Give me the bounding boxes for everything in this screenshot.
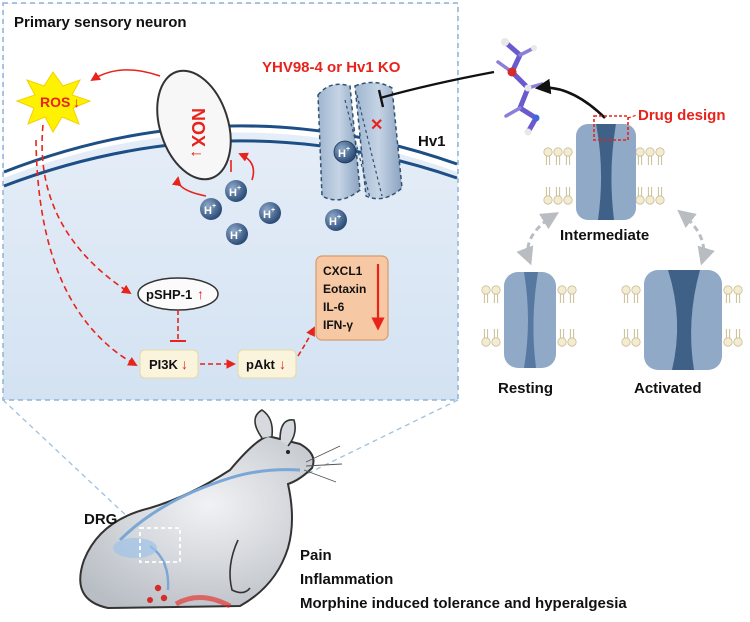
- drug-design-label: Drug design: [638, 107, 726, 124]
- yhv98-4-molecule: [496, 38, 544, 136]
- intermediate-label: Intermediate: [560, 227, 649, 244]
- ros-signaling-paths: [35, 124, 138, 366]
- nox-label: NOX: [188, 108, 208, 147]
- transition-arrow-activated: [677, 209, 715, 266]
- proton-cluster: H + H + H + H + H +: [200, 180, 347, 245]
- zoom-line-right: [179, 399, 459, 537]
- outcomes-list: Pain Inflammation Morphine induced toler…: [300, 547, 627, 612]
- outcome-item: Inflammation: [300, 571, 393, 588]
- pi3k-label: PI3K: [149, 357, 179, 372]
- hv1-channel: ✕ H +: [317, 81, 403, 201]
- pi3k-node: PI3K ↓: [139, 349, 199, 379]
- pshp1-label: pSHP-1: [146, 287, 192, 302]
- svg-text:H: H: [229, 187, 237, 199]
- drg-label: DRG: [84, 511, 117, 528]
- inhibitor-label: YHV98-4 or Hv1 KO: [262, 59, 401, 76]
- resting-channel: [481, 272, 577, 368]
- svg-text:H: H: [263, 209, 271, 221]
- transition-arrow-resting: [516, 212, 560, 266]
- arrow-proton-to-nox-left: [172, 176, 207, 197]
- svg-text:+: +: [271, 207, 275, 214]
- hv1-label: Hv1: [418, 133, 446, 150]
- intermediate-channel: [543, 114, 665, 220]
- drug-binding-site-box: [593, 115, 629, 141]
- rat-illustration: [79, 409, 343, 610]
- ros-down-arrow: ↓: [73, 94, 80, 110]
- proton-ball: H +: [225, 180, 247, 202]
- pakt-node: pAkt ↓: [237, 349, 297, 379]
- cytokine-item: Eotaxin: [323, 282, 366, 296]
- cytokine-item: CXCL1: [323, 264, 363, 278]
- svg-text:+: +: [238, 228, 242, 235]
- svg-text:H: H: [230, 230, 238, 242]
- svg-text:H: H: [204, 205, 212, 217]
- pshp1-up-arrow: ↑: [197, 286, 204, 302]
- proton-ball: H +: [259, 202, 281, 224]
- pakt-label: pAkt: [246, 357, 276, 372]
- outcome-item: Morphine induced tolerance and hyperalge…: [300, 595, 627, 612]
- pi3k-down-arrow: ↓: [181, 356, 188, 372]
- activated-label: Activated: [634, 380, 702, 397]
- arrow-proton-to-nox-right: [238, 152, 255, 181]
- proton-ball: H +: [200, 198, 222, 220]
- nox-down-arrow: ↓: [188, 150, 205, 158]
- activated-channel: [621, 270, 743, 370]
- arrow-design-to-molecule: [534, 78, 606, 119]
- inhibition-bar: [377, 89, 385, 108]
- cytokine-item: IFN-γ: [323, 318, 353, 332]
- resting-label: Resting: [498, 380, 553, 397]
- svg-text:H: H: [329, 216, 337, 228]
- cytokine-box: CXCL1 Eotaxin IL-6 IFN-γ: [315, 255, 389, 341]
- arrow-nox-to-ros: [90, 69, 161, 82]
- lipid-bilayer-left: [543, 147, 573, 205]
- proton-in-channel-sup: +: [346, 146, 350, 153]
- proton-ball: H +: [226, 223, 248, 245]
- ros-burst: ROS ↓: [15, 71, 92, 134]
- inhibition-line: [379, 70, 495, 100]
- svg-text:+: +: [212, 203, 216, 210]
- cytokine-item: IL-6: [323, 300, 345, 314]
- proton-in-channel: H: [338, 148, 346, 160]
- nox-enzyme: NOX ↓: [156, 69, 232, 181]
- drg-highlight-box: [139, 527, 181, 563]
- pshp1-node: pSHP-1 ↑: [137, 277, 219, 311]
- arrow-pakt-to-cytokines: [297, 326, 315, 357]
- block-mark-icon: ✕: [370, 117, 383, 134]
- zoom-line-left: [2, 399, 149, 537]
- lipid-bilayer-right: [635, 147, 665, 205]
- svg-text:+: +: [337, 214, 341, 221]
- outcome-item: Pain: [300, 547, 332, 564]
- pakt-down-arrow: ↓: [279, 356, 286, 372]
- proton-ball: H +: [325, 209, 347, 231]
- svg-text:+: +: [237, 185, 241, 192]
- ros-label: ROS: [40, 94, 70, 110]
- panel-title: Primary sensory neuron: [14, 14, 187, 31]
